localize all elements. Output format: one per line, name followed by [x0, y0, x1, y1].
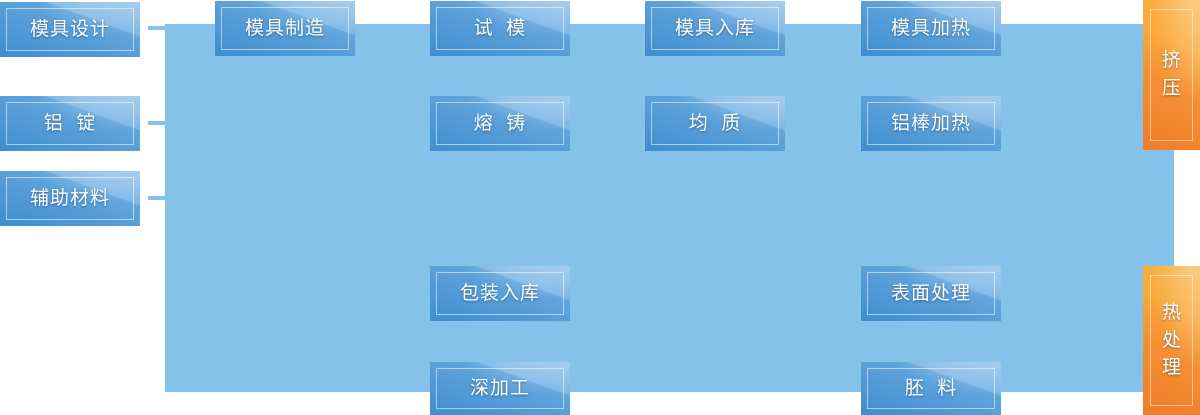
connector-mold-design [148, 26, 166, 30]
process-node-mold-warehousing-label: 模具入库 [674, 18, 755, 39]
connector-extrusion-out [1170, 236, 1174, 246]
stage-node-heat-treatment-char-0: 热 [1161, 302, 1181, 324]
process-node-deep-processing-label: 深加工 [469, 378, 530, 399]
process-node-billet-label: 胚 料 [904, 378, 958, 399]
input-node-mold-design-label: 模具设计 [29, 19, 110, 40]
process-node-packaging-warehousing-label: 包装入库 [459, 283, 540, 304]
stage-node-heat-treatment[interactable]: 热处理 [1143, 266, 1200, 415]
process-node-melting-casting[interactable]: 熔 铸 [430, 96, 570, 151]
stage-node-extrusion-char-0: 挤 [1161, 50, 1181, 72]
input-node-aluminum-ingot-label: 铝 锭 [43, 113, 97, 134]
stage-node-extrusion-label: 挤压 [1162, 47, 1181, 102]
input-node-auxiliary-material[interactable]: 辅助材料 [0, 171, 140, 226]
process-node-mold-warehousing[interactable]: 模具入库 [645, 1, 785, 56]
process-node-melting-casting-label: 熔 铸 [473, 113, 527, 134]
input-node-mold-design[interactable]: 模具设计 [0, 2, 140, 57]
connector-aluminum-ingot [148, 121, 166, 125]
process-node-billet-heating[interactable]: 铝棒加热 [861, 96, 1001, 151]
process-node-surface-treatment-label: 表面处理 [890, 283, 971, 304]
stage-node-heat-treatment-char-2: 理 [1161, 357, 1181, 379]
process-node-mold-heating[interactable]: 模具加热 [861, 1, 1001, 56]
backdrop-panel [165, 24, 1174, 392]
process-node-homogenizing-label: 均 质 [688, 113, 742, 134]
connector-auxiliary-material [148, 196, 166, 200]
process-node-mold-heating-label: 模具加热 [890, 18, 971, 39]
stage-node-heat-treatment-char-1: 处 [1161, 329, 1181, 351]
process-node-mold-trial[interactable]: 试 模 [430, 1, 570, 56]
process-node-billet[interactable]: 胚 料 [861, 362, 1001, 415]
process-node-homogenizing[interactable]: 均 质 [645, 96, 785, 151]
process-node-mold-trial-label: 试 模 [473, 18, 527, 39]
input-node-aluminum-ingot[interactable]: 铝 锭 [0, 96, 140, 151]
process-node-mold-manufacturing[interactable]: 模具制造 [215, 1, 355, 56]
process-node-deep-processing[interactable]: 深加工 [430, 362, 570, 415]
stage-node-extrusion-char-1: 压 [1161, 78, 1181, 99]
stage-node-heat-treatment-label: 热处理 [1162, 299, 1181, 382]
process-node-mold-manufacturing-label: 模具制造 [244, 18, 325, 39]
process-node-packaging-warehousing[interactable]: 包装入库 [430, 266, 570, 321]
input-node-auxiliary-material-label: 辅助材料 [29, 188, 110, 209]
stage-node-extrusion[interactable]: 挤压 [1143, 0, 1200, 150]
process-node-billet-heating-label: 铝棒加热 [890, 113, 971, 134]
process-node-surface-treatment[interactable]: 表面处理 [861, 266, 1001, 321]
